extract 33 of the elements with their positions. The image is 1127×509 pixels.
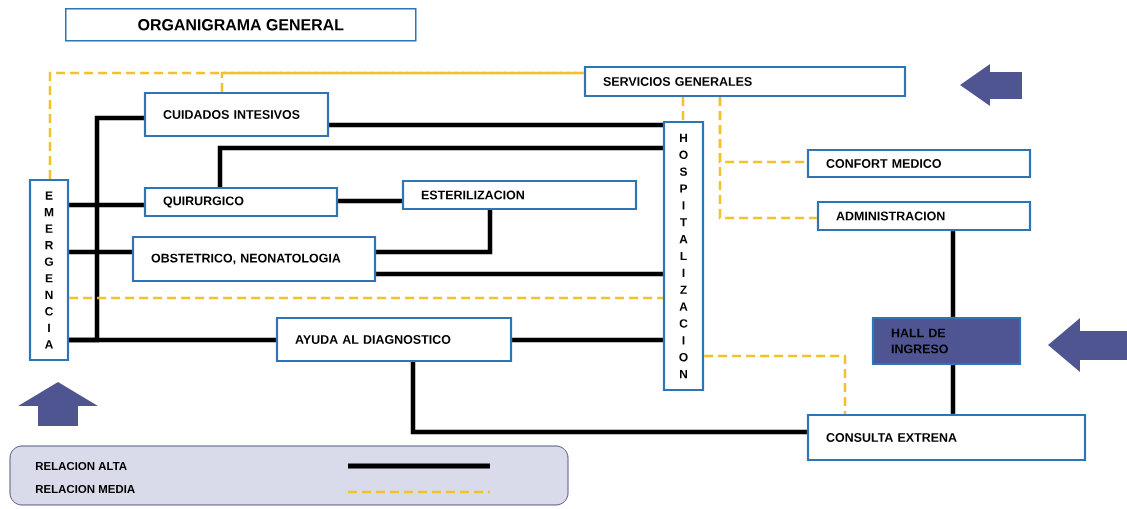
department-box: QUIRURGICO <box>143 186 339 218</box>
department-box: HALL DE INGRESO <box>871 316 1022 366</box>
department-box: OBSTETRICO, NEONATOLOGIA <box>131 235 377 283</box>
connector-line <box>704 354 847 414</box>
connector-line <box>410 362 807 435</box>
department-box: ADMINISTRACION <box>816 200 1032 232</box>
department-box: HOSPITALIZACION <box>662 120 705 392</box>
legend-text: RELACION MEDIA <box>36 484 135 494</box>
connector-line <box>681 97 685 121</box>
connector-line <box>217 145 663 187</box>
department-box: SERVICIOS GENERALES <box>583 65 907 98</box>
connector-line <box>69 202 144 208</box>
connector-line <box>329 122 663 128</box>
title-box: ORGANIGRAMA GENERAL <box>65 8 417 42</box>
connector-line <box>376 210 493 255</box>
connector-line <box>338 198 402 204</box>
connector-line <box>69 296 663 300</box>
connector-line <box>48 71 584 179</box>
connector-line <box>376 271 663 277</box>
connector-line <box>512 337 663 343</box>
connector-line <box>718 97 817 220</box>
department-box: ESTERILIZACION <box>401 179 638 211</box>
department-box: EMERGENCIA <box>28 178 70 362</box>
connector-line <box>220 71 584 92</box>
connector-line <box>69 337 276 343</box>
legend-text: RELACION ALTA <box>36 461 127 471</box>
connector-line <box>950 231 956 317</box>
department-box: CUIDADOS INTESIVOS <box>143 91 330 138</box>
department-box: CONFORT MEDICO <box>806 148 1032 179</box>
department-box: CONSULTA EXTRENA <box>806 413 1087 462</box>
connector-line <box>950 365 956 414</box>
connector-line <box>69 249 132 255</box>
department-box: AYUDA AL DIAGNOSTICO <box>275 316 513 363</box>
